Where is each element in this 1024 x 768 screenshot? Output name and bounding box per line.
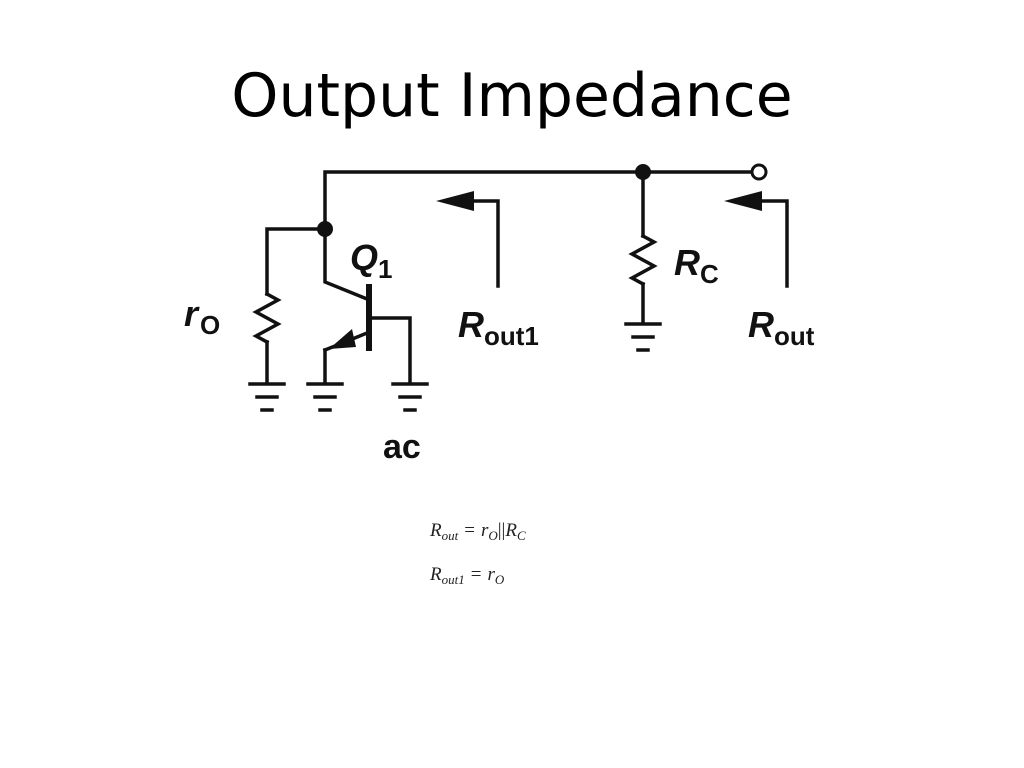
equation-rout1: Rout1=rO (430, 564, 505, 587)
ground-symbol-ro (248, 382, 286, 412)
rout-arrowhead (724, 191, 762, 211)
top-wire (323, 170, 754, 231)
base-lead (367, 316, 412, 385)
ac-label: ac (383, 428, 421, 466)
output-terminal (750, 163, 768, 181)
transistor-label: Q1 (350, 237, 392, 284)
ro-label: rO (184, 293, 220, 340)
ground-symbol-emitter (306, 382, 344, 412)
rout1-arrowhead (436, 191, 474, 211)
equation-rout: Rout=rO||RC (430, 520, 526, 543)
ground-symbol-base (391, 382, 429, 412)
ground-symbol-rc (624, 322, 662, 352)
ro-resistor (252, 291, 282, 345)
rc-label: RC (674, 242, 719, 289)
ro-top-wire (265, 227, 327, 296)
equations: Rout=rO||RC Rout1=rO (430, 516, 526, 604)
rout-label: Rout (748, 304, 815, 351)
rout1-label: Rout1 (458, 304, 539, 351)
emitter-arrow (329, 329, 356, 349)
rout-arrow-line (758, 199, 789, 288)
rout1-arrow-line (468, 199, 500, 288)
rc-resistor (628, 233, 658, 287)
slide-title: Output Impedance (231, 61, 793, 131)
collector-lead (323, 227, 370, 302)
